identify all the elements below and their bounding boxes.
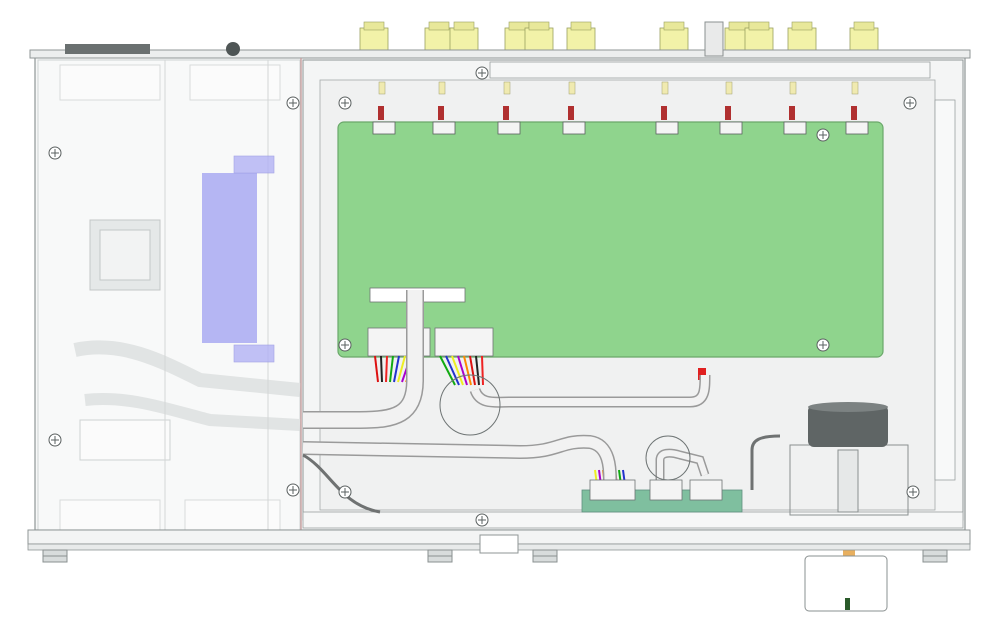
rear-panel-edge <box>29 49 971 59</box>
wire <box>463 355 472 386</box>
wire <box>397 355 406 383</box>
red-sleeve <box>698 368 706 380</box>
pcb-jack <box>783 81 807 135</box>
top-rail <box>489 61 931 79</box>
blue-component-bracket-top <box>233 155 275 174</box>
screw <box>338 485 352 499</box>
screw-group <box>48 66 920 527</box>
rear-knob <box>226 42 240 56</box>
rca-connector <box>424 21 454 55</box>
lower-connector-2 <box>649 479 683 501</box>
screw <box>475 66 489 80</box>
power-inlet <box>65 44 150 54</box>
screw <box>903 96 917 110</box>
ground-cable <box>302 453 381 514</box>
screw <box>338 96 352 110</box>
wire <box>451 355 464 386</box>
wire <box>385 355 388 383</box>
pcb-jack-row <box>372 81 869 135</box>
rca-connector <box>744 21 774 55</box>
rca-connector <box>359 21 389 55</box>
antenna-post <box>704 21 724 57</box>
rca-connector <box>449 21 479 55</box>
wire <box>457 355 468 386</box>
screw <box>48 433 62 447</box>
transformer-cable <box>750 434 781 490</box>
bottom-rail <box>302 511 964 529</box>
top-connector-group <box>359 21 879 55</box>
foot <box>532 549 558 563</box>
transformer-top <box>808 402 888 412</box>
foot <box>427 549 453 563</box>
wire <box>374 355 379 383</box>
pcb-jack <box>372 81 396 135</box>
foot <box>42 549 68 563</box>
pcb-jack <box>655 81 679 135</box>
pcb-jack <box>497 81 521 135</box>
transparent-power-section <box>37 59 301 531</box>
rca-connector <box>566 21 596 55</box>
shaft <box>837 449 859 513</box>
wire <box>389 355 394 383</box>
rca-connector <box>659 21 689 55</box>
wire <box>469 355 476 386</box>
screw <box>48 146 62 160</box>
pcb-jack <box>845 81 869 135</box>
wire <box>393 355 400 383</box>
rca-connector <box>787 21 817 55</box>
blue-component-bracket-bottom <box>233 344 275 363</box>
knob-indicator <box>845 598 850 610</box>
front-knob <box>804 555 888 612</box>
screw <box>816 128 830 142</box>
transformer-body <box>808 405 888 447</box>
feet-group <box>42 549 948 563</box>
right-rail <box>934 99 956 481</box>
blue-component <box>202 173 257 343</box>
front-center-tab <box>479 534 519 554</box>
wire <box>380 355 383 383</box>
screw <box>475 513 489 527</box>
screw <box>906 485 920 499</box>
screw <box>286 483 300 497</box>
rca-connector <box>849 21 879 55</box>
pcb-header-right <box>434 327 494 357</box>
screw <box>338 338 352 352</box>
main-pcb <box>337 121 884 358</box>
wire <box>481 355 484 386</box>
rca-connector <box>524 21 554 55</box>
pcb-jack <box>562 81 586 135</box>
cable-clamp-1 <box>439 374 501 436</box>
screw <box>286 96 300 110</box>
foot <box>922 549 948 563</box>
pcb-jack <box>432 81 456 135</box>
wire <box>445 355 460 386</box>
lower-connector-1 <box>589 479 636 501</box>
lower-connector-3 <box>689 479 723 501</box>
screw <box>816 338 830 352</box>
pcb-jack <box>719 81 743 135</box>
wire <box>475 355 480 386</box>
